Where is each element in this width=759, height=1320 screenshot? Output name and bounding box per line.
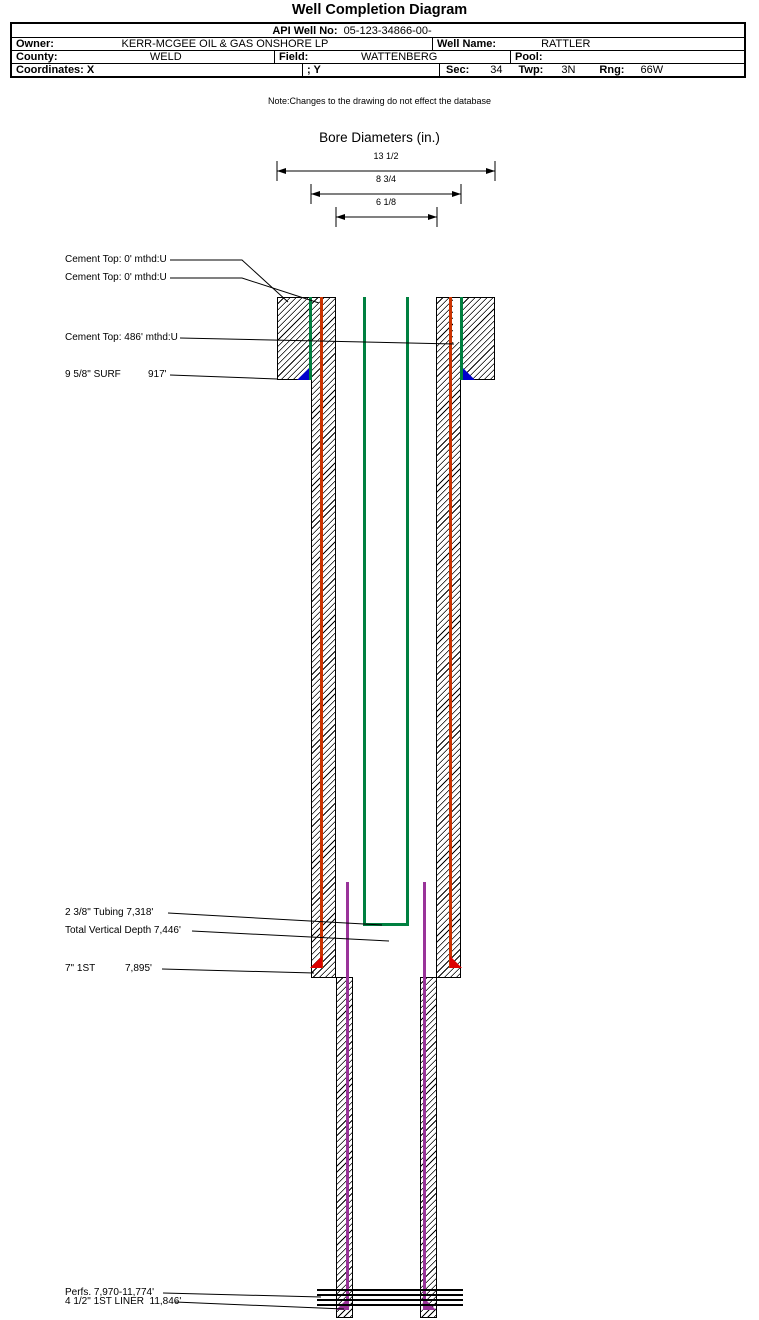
pool-label: Pool: (515, 51, 543, 63)
cement-top-486-gap (453, 298, 460, 342)
tubing-left-line (363, 297, 366, 926)
owner-row: Owner: KERR-MCGEE OIL & GAS ONSHORE LP W… (12, 37, 744, 50)
field-value: WATTENBERG (360, 51, 438, 63)
owner-label: Owner: (16, 38, 54, 50)
coordinates-label: Coordinates: X (16, 64, 95, 76)
perforation-line (317, 1299, 463, 1301)
rng-label: Rng: (599, 64, 625, 76)
perforation-line (317, 1304, 463, 1306)
intermediate-cement-right (436, 297, 461, 978)
sec-label: Sec: (446, 64, 470, 76)
twp-label: Twp: (518, 64, 544, 76)
coordinates-row: Coordinates: X ; Y Sec: 34 Twp: 3N Rng: … (12, 63, 744, 76)
liner-cement-left (336, 977, 353, 1318)
well-name-value: RATTLER (541, 38, 591, 50)
liner-right-line (423, 882, 426, 1310)
tubing-label: 2 3/8" Tubing 7,318' (65, 907, 154, 918)
production-casing-left-line (320, 297, 323, 968)
tubing-right-line (406, 297, 409, 926)
intermediate-cement-left (311, 297, 336, 978)
well-info-table: API Well No: 05-123-34866-00- Owner: KER… (10, 22, 746, 78)
twp-value: 3N (561, 64, 576, 76)
surface-casing-left-line (309, 297, 312, 380)
county-value: WELD (149, 51, 182, 63)
surface-casing-right-line (460, 297, 463, 380)
cement-top-486-label: Cement Top: 486' mthd:U (65, 332, 178, 343)
api-row: API Well No: 05-123-34866-00- (12, 24, 744, 37)
bore-diameters-title: Bore Diameters (in.) (319, 130, 440, 145)
sec-value: 34 (490, 64, 503, 76)
surface-casing-label: 9 5/8" SURF (65, 369, 121, 380)
bore-dim-1-label: 13 1/2 (373, 151, 399, 161)
surface-casing-depth: 917' (148, 369, 167, 380)
production-casing-right-line (449, 297, 452, 968)
rng-value: 66W (640, 64, 664, 76)
perfs-label: Perfs. 7,970-11,774' (65, 1287, 155, 1298)
page-title: Well Completion Diagram (291, 2, 468, 18)
cement-top-0-label-1: Cement Top: 0' mthd:U (65, 254, 167, 265)
bore-dim-3-label: 6 1/8 (375, 197, 397, 207)
surface-cement-right (462, 297, 495, 380)
cement-top-0-label-2: Cement Top: 0' mthd:U (65, 272, 167, 283)
tubing-bottom-line (363, 923, 409, 926)
tvd-label: Total Vertical Depth 7,446' (65, 925, 181, 936)
liner-label: 4 1/2" 1ST LINER 11,846' (65, 1296, 182, 1307)
production-casing-depth: 7,895' (125, 963, 152, 974)
county-row: County: WELD Field: WATTENBERG Pool: (12, 50, 744, 63)
bore-dim-2-label: 8 3/4 (375, 174, 397, 184)
field-label: Field: (279, 51, 309, 63)
perforation-line (317, 1294, 463, 1296)
database-note: Note:Changes to the drawing do not effec… (268, 96, 491, 106)
owner-value: KERR-MCGEE OIL & GAS ONSHORE LP (121, 38, 329, 50)
surface-cement-left (277, 297, 310, 380)
perforation-line (317, 1289, 463, 1291)
api-value: 05-123-34866-00- (343, 24, 432, 37)
api-label: API Well No: (272, 24, 338, 37)
production-casing-label: 7" 1ST (65, 963, 96, 974)
well-name-label: Well Name: (437, 38, 497, 50)
liner-left-line (346, 882, 349, 1310)
county-label: County: (16, 51, 58, 63)
coordinates-y-label: ; Y (307, 64, 321, 76)
